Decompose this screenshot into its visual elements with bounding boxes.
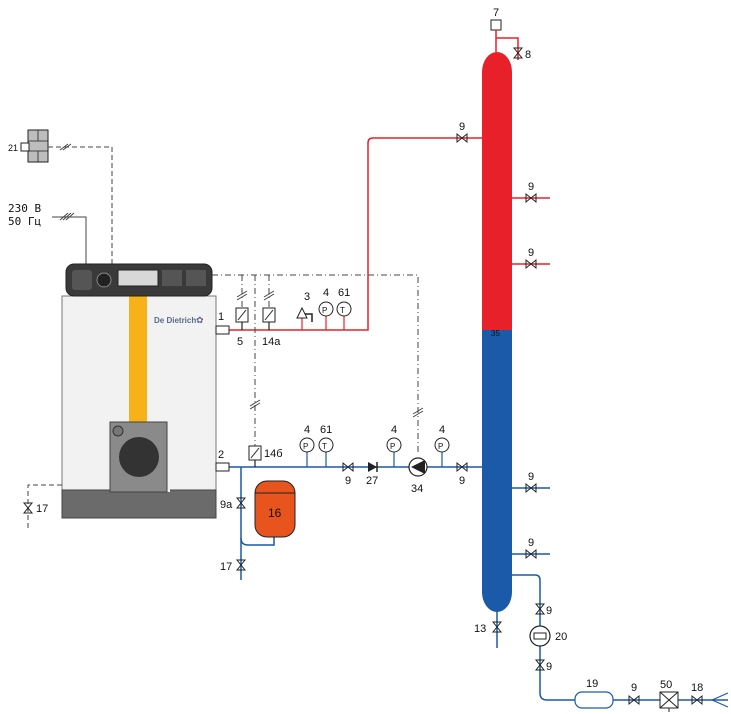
flue-pipe bbox=[129, 296, 147, 422]
valve-hot-inlet-label: 9 bbox=[459, 121, 465, 133]
flow-switch-14a: 14а bbox=[262, 307, 281, 348]
control-wiring bbox=[212, 274, 419, 452]
power-voltage-label: 230 В bbox=[8, 202, 41, 215]
drain-return[interactable]: 17 bbox=[220, 559, 247, 573]
flow-switch-14b: 14б bbox=[248, 445, 283, 467]
boiler-base bbox=[61, 489, 217, 519]
valve-return-2-label: 9 bbox=[459, 475, 465, 487]
svg-text:✿: ✿ bbox=[196, 315, 204, 325]
flow-switch-5: 5 bbox=[235, 307, 249, 348]
outlet-flow-label: 1 bbox=[218, 311, 224, 323]
meter-label: 20 bbox=[555, 631, 567, 643]
flow-switch-14b-label: 14б bbox=[264, 448, 283, 460]
boiler-brand-label: De Dietrich bbox=[154, 316, 196, 325]
drain-return-label: 17 bbox=[220, 561, 232, 573]
valve-cw-3-label: 9 bbox=[631, 682, 637, 694]
valve-cold-out-2-label: 9 bbox=[528, 537, 534, 549]
boiler-outlet-return: 2 bbox=[215, 449, 230, 472]
outlet-return-label: 2 bbox=[218, 449, 224, 461]
valve-hot-out-2-label: 9 bbox=[528, 247, 534, 259]
thermometer-return: T 61 bbox=[318, 424, 334, 467]
drain-boiler[interactable]: 17 bbox=[22, 502, 48, 515]
valve-drain-tank-label: 13 bbox=[474, 623, 486, 635]
storage-tank-hot-zone bbox=[482, 52, 512, 330]
pressure-reducer: 50 bbox=[659, 679, 679, 712]
room-sensor-cable bbox=[48, 146, 113, 265]
expansion-tank-label: 16 bbox=[268, 506, 282, 520]
pressure-return-3-label: 4 bbox=[439, 424, 445, 436]
cold-outlet-2: 9 bbox=[512, 537, 550, 560]
expansion-tank: 16 bbox=[254, 480, 296, 538]
thermometer-flow: T 61 bbox=[336, 287, 352, 330]
circulation-pump: 34 bbox=[408, 457, 428, 495]
boiler-outlet-flow: 1 bbox=[215, 311, 230, 335]
valve-hot-inlet[interactable]: 9 bbox=[456, 121, 468, 144]
hot-outlet-2: 9 bbox=[512, 247, 550, 270]
valve-cw-1[interactable]: 9 bbox=[534, 603, 552, 617]
pressure-return-1-label: 4 bbox=[304, 424, 310, 436]
check-valve-label: 27 bbox=[366, 475, 378, 487]
pressure-gauge-return-2: P 4 bbox=[386, 424, 402, 467]
cable-marks bbox=[236, 290, 424, 418]
cold-outlet-1: 9 bbox=[512, 471, 550, 494]
valve-cw-4-label: 18 bbox=[691, 682, 703, 694]
thermometer-return-label: 61 bbox=[320, 424, 332, 436]
power-supply: 230 В 50 Гц bbox=[8, 202, 87, 265]
tank-sensor-label: 35 bbox=[491, 329, 500, 338]
valve-return-1[interactable]: 9 bbox=[342, 461, 354, 487]
pressure-gauge-return-3: P 4 bbox=[434, 424, 450, 467]
svg-text:P: P bbox=[390, 442, 395, 451]
valve-top[interactable]: 8 bbox=[512, 47, 531, 61]
pressure-gauge-flow: P 4 bbox=[318, 287, 334, 330]
storage-tank-cold-zone bbox=[482, 330, 512, 612]
valve-cw-3[interactable]: 9 bbox=[628, 682, 640, 706]
storage-tank: 35 bbox=[482, 52, 512, 612]
valve-cw-2-label: 9 bbox=[546, 661, 552, 673]
svg-text:T: T bbox=[340, 306, 345, 315]
valve-9a[interactable]: 9а bbox=[220, 497, 247, 511]
room-sensor: 21 bbox=[8, 129, 49, 163]
water-meter: 20 bbox=[529, 625, 567, 647]
svg-text:P: P bbox=[303, 442, 308, 451]
safety-valve-label: 3 bbox=[304, 291, 310, 303]
svg-text:P: P bbox=[438, 442, 443, 451]
safety-valve: 3 bbox=[296, 291, 313, 330]
valve-top-label: 8 bbox=[525, 49, 531, 61]
valve-return-2[interactable]: 9 bbox=[456, 461, 468, 487]
thermometer-flow-label: 61 bbox=[338, 287, 350, 299]
power-frequency-label: 50 Гц bbox=[8, 215, 41, 228]
svg-text:P: P bbox=[322, 306, 327, 315]
boiler-drain-line bbox=[27, 484, 62, 528]
valve-cw-4[interactable]: 18 bbox=[691, 682, 703, 706]
check-valve: 27 bbox=[366, 462, 378, 487]
valve-cw-1-label: 9 bbox=[546, 605, 552, 617]
pressure-return-2-label: 4 bbox=[391, 424, 397, 436]
supply-inlet-funnel bbox=[711, 692, 729, 708]
pump-label: 34 bbox=[411, 483, 423, 495]
reducer-label: 50 bbox=[660, 679, 672, 691]
valve-cw-2[interactable]: 9 bbox=[534, 659, 552, 673]
boiler-control-panel bbox=[65, 263, 213, 297]
air-vent: 7 bbox=[490, 7, 502, 52]
pressure-gauge-return-1: P 4 bbox=[299, 424, 315, 467]
air-vent-label: 7 bbox=[493, 7, 499, 19]
valve-hot-out-1-label: 9 bbox=[528, 181, 534, 193]
drain-boiler-label: 17 bbox=[36, 503, 48, 515]
valve-cold-out-1-label: 9 bbox=[528, 471, 534, 483]
hot-outlet-1: 9 bbox=[512, 181, 550, 204]
room-sensor-label: 21 bbox=[8, 143, 18, 153]
filter-label: 19 bbox=[586, 678, 598, 690]
valve-9a-label: 9а bbox=[220, 499, 233, 511]
pressure-flow-label: 4 bbox=[323, 287, 329, 299]
burner-port bbox=[119, 437, 159, 477]
valve-return-1-label: 9 bbox=[345, 475, 351, 487]
tank-drain: 13 bbox=[474, 610, 503, 648]
filter: 19 bbox=[574, 678, 614, 709]
flow-switch-5-label: 5 bbox=[237, 336, 243, 348]
flow-switch-14a-label: 14а bbox=[262, 336, 281, 348]
svg-text:T: T bbox=[322, 442, 327, 451]
boiler: De Dietrich ✿ bbox=[61, 295, 217, 519]
hot-flow-pipe bbox=[229, 137, 482, 331]
